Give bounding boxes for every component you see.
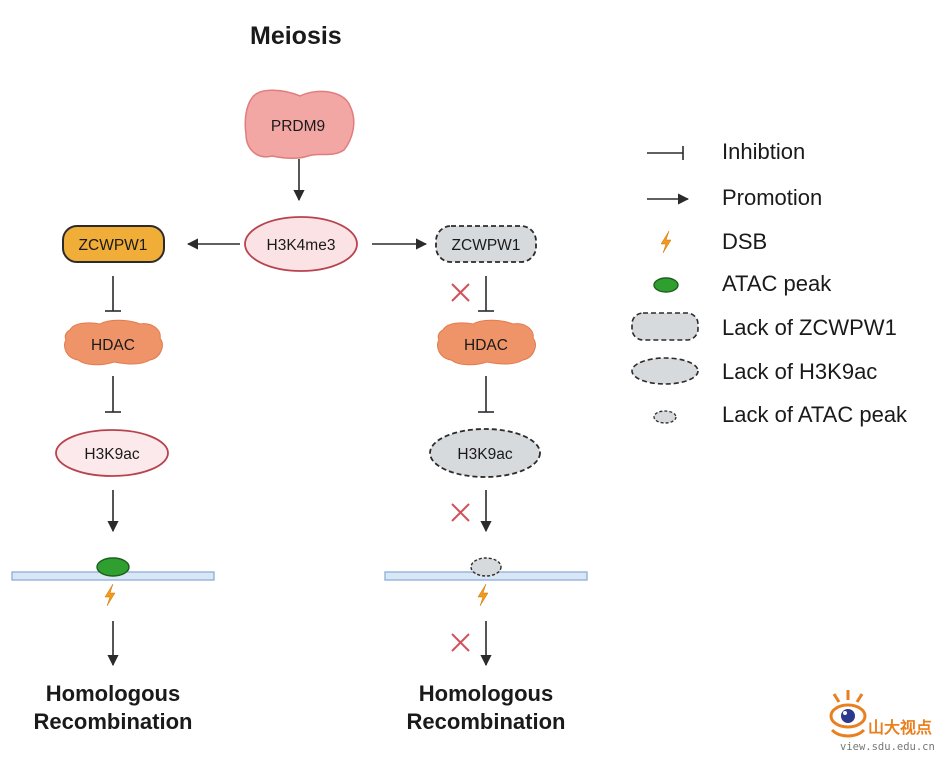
legend-lack-h3k9ac-symbol [631, 357, 699, 385]
legend-atac-label: ATAC peak [722, 271, 832, 296]
left-atac-peak [96, 557, 130, 577]
inhibition-left-hdac-h3k9ac [105, 376, 121, 413]
right-outcome-line-2: Recombination [406, 709, 566, 734]
left-outcome-line-2: Recombination [33, 709, 193, 734]
h3k4me3-node: H3K4me3 [244, 216, 358, 272]
right-hdac-node: HDAC [437, 319, 536, 366]
legend-atac-symbol [653, 277, 679, 293]
legend-dsb-label: DSB [722, 229, 768, 254]
h3k4me3-label: H3K4me3 [267, 237, 336, 254]
legend-lack-atac-label: Lack of ATAC peak [722, 402, 908, 427]
left-outcome-label: Homologous Recombination [0, 680, 233, 736]
right-h3k9ac-label: H3K9ac [457, 446, 512, 463]
left-dsb-icon [104, 583, 116, 607]
inhibition-right-zcwpw1-hdac [478, 276, 494, 312]
right-lack-atac-peak [470, 557, 502, 577]
left-outcome-line-1: Homologous [45, 681, 181, 706]
right-zcwpw1-node: ZCWPW1 [435, 225, 537, 263]
cross-icon-2 [451, 503, 470, 522]
right-dsb-icon [477, 583, 489, 607]
logo-text: 山大视点 [868, 718, 932, 737]
logo-subtext: view.sdu.edu.cn [840, 741, 935, 753]
sdu-logo: 山大视点 view.sdu.edu.cn [829, 690, 935, 753]
legend-promotion-label: Promotion [722, 185, 823, 210]
eye-logo-icon [829, 690, 867, 738]
left-hdac-node: HDAC [64, 319, 163, 366]
right-zcwpw1-label: ZCWPW1 [452, 237, 521, 254]
prdm9-label: PRDM9 [271, 118, 325, 135]
left-zcwpw1-label: ZCWPW1 [79, 237, 148, 254]
cross-icon-3 [451, 633, 470, 652]
inhibition-right-hdac-h3k9ac [478, 376, 494, 413]
right-outcome-label: Homologous Recombination [366, 680, 606, 736]
left-h3k9ac-label: H3K9ac [84, 446, 139, 463]
legend-inhibition-symbol [647, 146, 684, 160]
prdm9-node: PRDM9 [244, 89, 355, 160]
left-h3k9ac-node: H3K9ac [55, 429, 169, 477]
left-hdac-label: HDAC [91, 337, 135, 354]
legend-lack-zcwpw1-symbol [631, 312, 699, 341]
cross-icon-1 [451, 283, 470, 302]
right-h3k9ac-node: H3K9ac [429, 428, 541, 478]
inhibition-left-zcwpw1-hdac [105, 276, 121, 312]
right-outcome-line-1: Homologous [418, 681, 554, 706]
left-zcwpw1-node: ZCWPW1 [62, 225, 165, 263]
legend-dsb-icon [660, 230, 672, 254]
legend-lack-zcwpw1-label: Lack of ZCWPW1 [722, 315, 897, 340]
legend-inhibition-label: Inhibtion [722, 139, 806, 164]
legend-lack-atac-symbol [653, 410, 677, 424]
right-hdac-label: HDAC [464, 337, 508, 354]
diagram-title: Meiosis [250, 22, 342, 50]
legend-lack-h3k9ac-label: Lack of H3K9ac [722, 359, 878, 384]
